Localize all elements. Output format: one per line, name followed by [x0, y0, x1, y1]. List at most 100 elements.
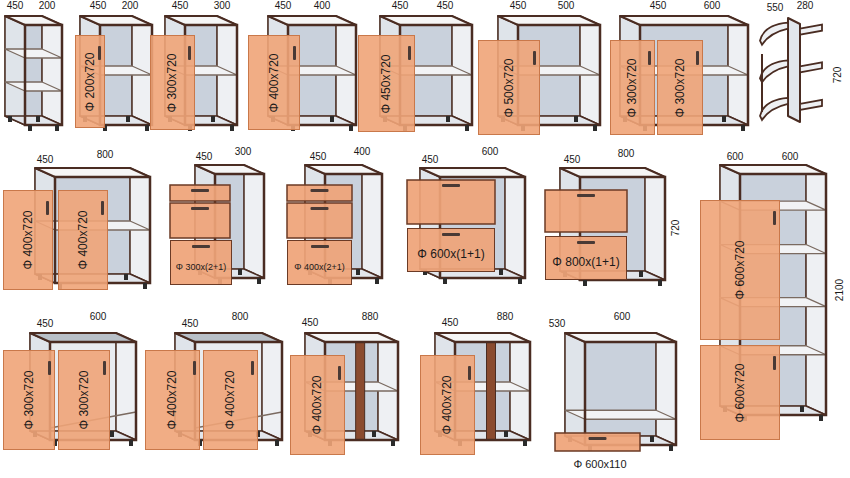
part-size: Φ 400x720	[166, 371, 180, 430]
drawer-panel	[555, 433, 640, 451]
leg	[465, 125, 469, 131]
drawer-handle	[311, 207, 329, 210]
leg	[650, 436, 654, 442]
front-frame	[100, 25, 152, 125]
dimension-label: 800	[232, 311, 249, 323]
door-front: Φ 500x720	[478, 40, 540, 135]
dimension-label: 450	[196, 151, 213, 163]
leg	[8, 116, 12, 122]
part-size: Φ 400x720	[224, 371, 238, 430]
dimension-label: 450	[437, 0, 454, 12]
dimension-label: 720	[832, 67, 844, 84]
shelf	[565, 410, 676, 419]
drawer-front	[407, 180, 495, 224]
shelf	[5, 49, 62, 58]
dimension-label: 600	[614, 311, 631, 323]
leg	[349, 125, 353, 131]
drawer-front	[555, 433, 640, 451]
drawer-handle	[577, 194, 595, 197]
leg	[504, 431, 508, 437]
part-size: Φ 450x720	[380, 54, 394, 113]
dimension-label: 200	[122, 0, 139, 12]
door-front: Φ 600x720	[700, 200, 780, 340]
cabinet	[435, 333, 530, 446]
side-panel	[42, 16, 62, 125]
door-front: Φ 400x720	[58, 190, 108, 290]
leg	[391, 440, 395, 446]
front-frame	[25, 25, 62, 125]
door-front: Φ 400x720	[145, 350, 200, 450]
dimension-label: 500	[558, 0, 575, 12]
dimension-label: 280	[797, 0, 814, 12]
top-panel	[195, 165, 264, 174]
door-front: Φ 400x720	[248, 35, 300, 130]
part-size: Φ 600x(1+1)	[417, 247, 484, 261]
dimension-label: 600	[482, 146, 499, 158]
drawer-front: Φ 600x(1+1)	[407, 228, 495, 272]
drawer-handle	[311, 189, 329, 192]
top-panel	[435, 333, 530, 342]
part-size: Φ 300x(2+1)	[176, 262, 226, 272]
dimension-label: 450	[275, 0, 292, 12]
top-panel	[560, 168, 665, 177]
dimension-label: 400	[354, 146, 371, 158]
leg	[639, 271, 643, 277]
leg	[819, 415, 823, 421]
drawer-front	[170, 203, 230, 238]
leg	[211, 116, 215, 122]
side-panel	[656, 333, 676, 445]
part-size: Φ 800x(1+1)	[552, 255, 619, 269]
top-panel	[305, 333, 398, 342]
leg	[145, 125, 149, 131]
top-panel	[720, 165, 826, 174]
part-size: Φ 600x720	[733, 241, 747, 300]
dimension-label: 450	[422, 154, 439, 166]
leg	[658, 280, 662, 286]
leg	[110, 431, 114, 437]
side-panel	[788, 18, 800, 122]
side-panel	[262, 333, 282, 440]
dimension-label: 600	[727, 151, 744, 163]
part-size: Φ 400x(2+1)	[294, 262, 344, 272]
dimension-label: 450	[172, 0, 189, 12]
dimension-label: 450	[650, 0, 667, 12]
leg	[124, 274, 128, 280]
dimension-label: 880	[497, 311, 514, 323]
dimension-label: 600	[704, 0, 721, 12]
door-front: Φ 400x720	[203, 350, 258, 450]
shelf	[5, 82, 62, 91]
leg	[518, 278, 522, 284]
drawer-handle	[589, 437, 607, 440]
top-panel	[175, 333, 282, 342]
leg	[238, 269, 242, 275]
dimension-label: 600	[90, 311, 107, 323]
cabinet	[5, 16, 62, 131]
leg	[800, 406, 804, 412]
drawer-handle	[191, 207, 209, 210]
dimension-label: 550	[767, 2, 784, 14]
dimension-label: 450	[310, 151, 327, 163]
dimension-label: 880	[362, 311, 379, 323]
part-size: Φ 200x720	[83, 52, 97, 111]
dimension-label: 450	[37, 154, 54, 166]
leg	[275, 440, 279, 446]
top-panel	[80, 16, 152, 25]
leg	[257, 278, 261, 284]
drawer-front: Φ 800x(1+1)	[545, 236, 627, 280]
door-front: Φ 400x720	[420, 355, 475, 455]
edge-line	[761, 54, 763, 112]
drawer-panel	[287, 185, 352, 201]
dimension-label: 600	[782, 151, 799, 163]
dimension-label: 450	[90, 0, 107, 12]
leg	[574, 116, 578, 122]
leg	[523, 440, 527, 446]
part-size: Φ 600x110	[571, 458, 628, 470]
drawer-front	[287, 203, 352, 238]
leg	[375, 278, 379, 284]
drawer-panel	[407, 180, 495, 224]
drawer-handle	[442, 184, 460, 187]
leg	[28, 125, 32, 131]
part-size: Φ 300x720	[77, 371, 91, 430]
leg	[372, 431, 376, 437]
leg	[330, 116, 334, 122]
